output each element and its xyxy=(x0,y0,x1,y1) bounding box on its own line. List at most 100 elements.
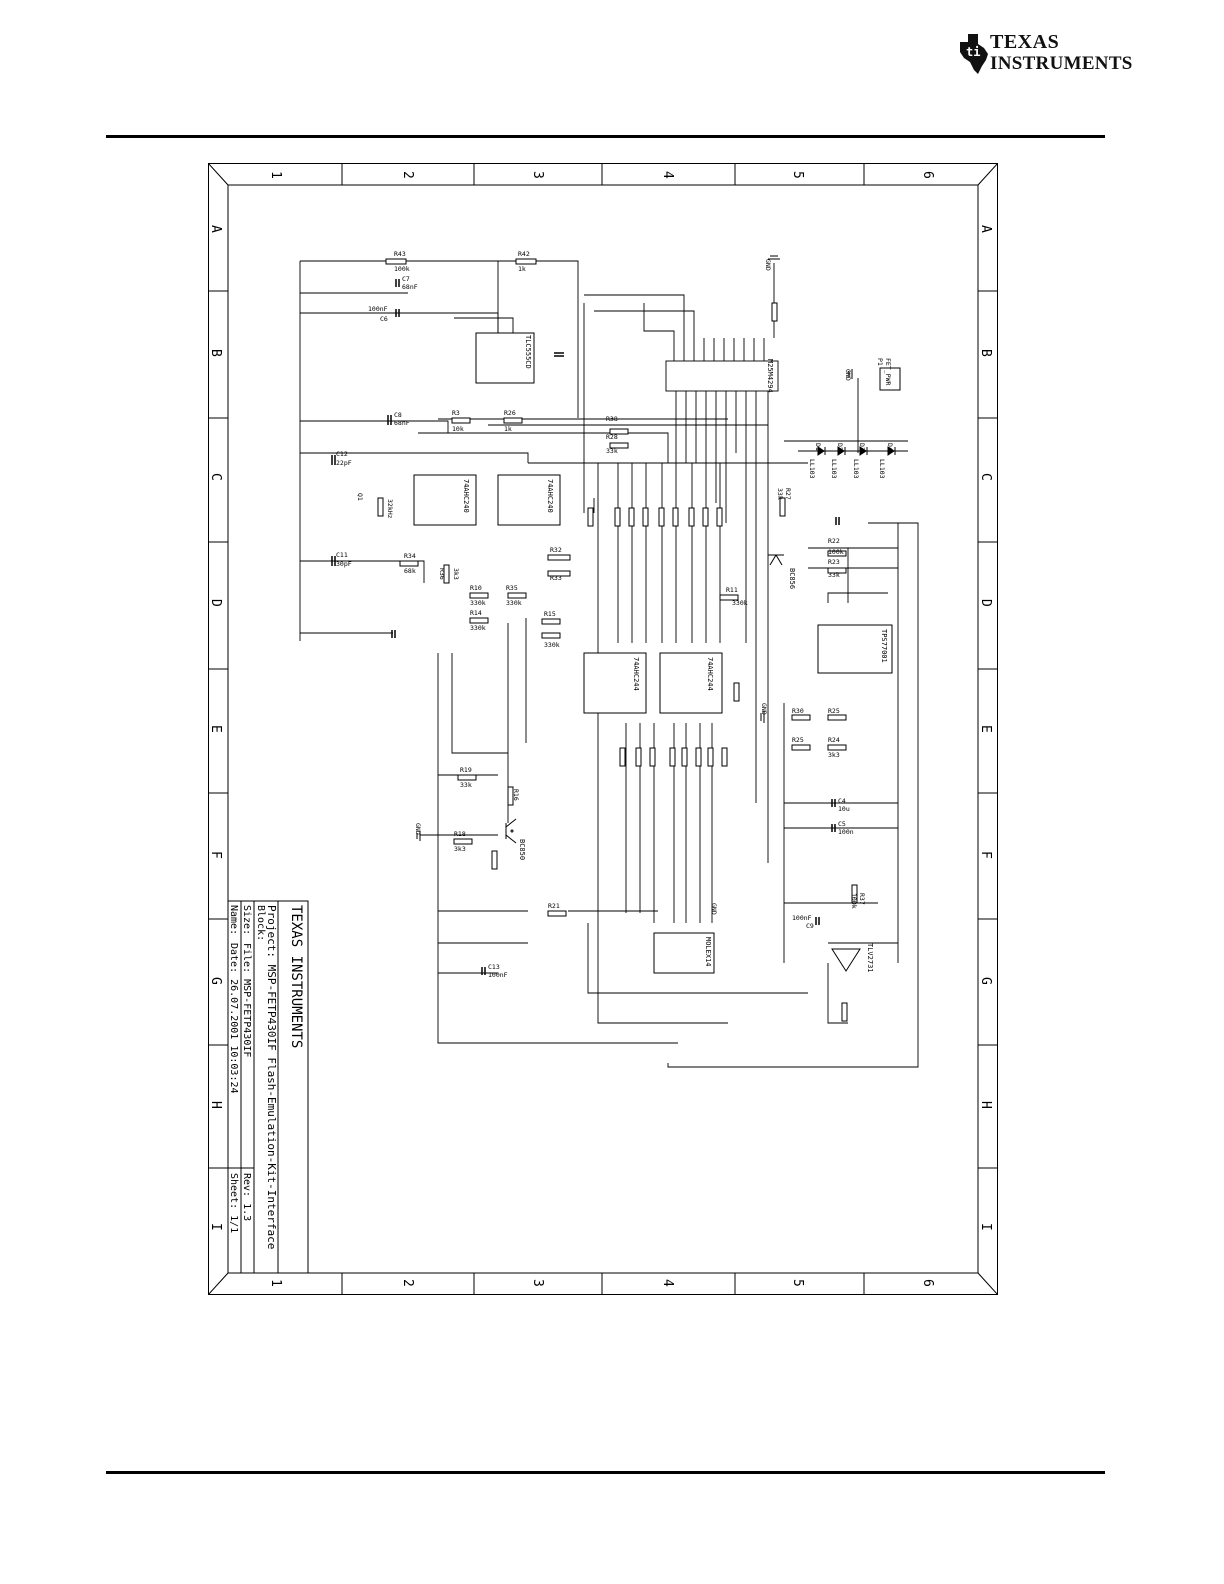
label-r42: R42 xyxy=(518,250,530,258)
label-c4: C4 xyxy=(838,797,846,805)
label-c13: C13 xyxy=(488,963,500,971)
label-r21: R21 xyxy=(548,902,560,910)
row-label-h-right: H xyxy=(978,1101,993,1109)
label-r35: R35 xyxy=(506,584,518,592)
row-label-c-right: C xyxy=(978,473,993,481)
col-label-5-bottom: 5 xyxy=(790,1279,805,1287)
label-r35-value: 330k xyxy=(506,599,522,607)
col-label-2-bottom: 2 xyxy=(400,1279,415,1287)
label-c6-value: 100nF xyxy=(368,305,388,313)
row-label-d-right: D xyxy=(978,599,993,607)
ic-u6a xyxy=(497,474,561,526)
ic-u10 xyxy=(583,652,647,714)
ic-u5 xyxy=(817,624,893,674)
label-d4: D4 xyxy=(886,443,894,451)
crystal-q1 xyxy=(377,497,384,517)
label-c5-value: 100n xyxy=(838,828,854,836)
label-ll103-d4: LL103 xyxy=(878,459,886,479)
footer-rule xyxy=(106,1471,1105,1474)
label-gnd-mid: GND xyxy=(760,703,768,715)
sheet-outer-frame xyxy=(208,163,998,1295)
label-gnd-j2: GND xyxy=(710,903,718,915)
title-project: Project: MSP-FETP430IF Flash-Emulation-K… xyxy=(265,905,278,1249)
resistors xyxy=(377,258,858,1022)
ic-u5-label: TPS77001 xyxy=(880,629,888,663)
row-label-i-right: I xyxy=(978,1223,993,1231)
header-rule xyxy=(106,135,1105,138)
label-r15-value: 330k xyxy=(544,641,560,649)
label-c8-value: 68nF xyxy=(394,419,410,427)
row-label-h: H xyxy=(208,1101,223,1109)
label-r23-value: 33k xyxy=(828,571,840,579)
label-p1: P1 xyxy=(876,358,884,366)
label-r23: R23 xyxy=(828,558,840,566)
connector-j2-label: MOLEX14 xyxy=(704,937,712,967)
label-r34: R34 xyxy=(404,552,416,560)
ic-u6a-label: 74AHC240 xyxy=(546,479,554,513)
row-label-g: G xyxy=(208,977,223,985)
label-c9-value: 100nF xyxy=(792,914,812,922)
label-c9: C9 xyxy=(806,922,814,930)
label-d1: D1 xyxy=(814,443,822,451)
title-sheet: Sheet: 1/1 xyxy=(228,1173,239,1233)
title-date: Date: 26.07.2001 10:03:24 xyxy=(228,943,239,1094)
label-q1-value: 32kHz xyxy=(386,499,394,519)
ti-logo-icon: ti xyxy=(960,34,988,74)
label-r30: R30 xyxy=(792,707,804,715)
label-r11-value: 330k xyxy=(732,599,748,607)
label-r10-value: 330k xyxy=(470,599,486,607)
logo-line-texas: TEXAS xyxy=(990,31,1060,53)
row-label-e: E xyxy=(208,725,223,733)
col-label-6: 6 xyxy=(920,171,935,179)
ic-u26 xyxy=(659,652,723,714)
col-label-1: 1 xyxy=(268,171,283,179)
label-r3: R3 xyxy=(452,409,460,417)
diodes xyxy=(817,446,896,456)
label-r11: R11 xyxy=(726,586,738,594)
label-c13-value: 100nF xyxy=(488,971,508,979)
label-c6: C6 xyxy=(380,315,388,323)
row-label-a: A xyxy=(208,225,223,233)
title-name: Name: xyxy=(228,905,239,935)
label-r37-value: 100k xyxy=(850,893,858,909)
transistor-t2-label: BC856 xyxy=(788,568,796,589)
opamp-u1-icon xyxy=(831,948,861,972)
row-label-f: F xyxy=(208,851,223,859)
label-r37: R37 xyxy=(858,893,866,905)
connector-p1 xyxy=(879,367,901,391)
label-r38: R38 xyxy=(606,415,618,423)
label-r28-value: 33k xyxy=(606,447,618,455)
title-company: TEXAS INSTRUMENTS xyxy=(288,905,304,1048)
label-r15: R15 xyxy=(544,610,556,618)
label-r24-value: 3k3 xyxy=(828,751,840,759)
label-c11: C11 xyxy=(336,551,348,559)
label-c8: C8 xyxy=(394,411,402,419)
label-r18-value: 3k3 xyxy=(454,845,466,853)
label-r3-value: 10k xyxy=(452,425,464,433)
title-block xyxy=(227,900,309,1274)
col-label-6-bottom: 6 xyxy=(920,1279,935,1287)
ic-u4 xyxy=(475,332,535,384)
ic-u8-label: 74AHC240 xyxy=(462,479,470,513)
schematic-diagram: 1 2 3 4 5 6 1 2 3 4 5 6 A B C D E F G H … xyxy=(208,163,998,1295)
row-label-f-right: F xyxy=(978,851,993,859)
label-r18: R18 xyxy=(454,830,466,838)
label-d3: D3 xyxy=(858,443,866,451)
row-label-g-right: G xyxy=(978,977,993,985)
label-r25-top: R25 xyxy=(828,707,840,715)
label-r10: R10 xyxy=(470,584,482,592)
label-r22: R22 xyxy=(828,537,840,545)
label-r36: R36 xyxy=(438,568,446,580)
label-gnd-left: GND xyxy=(414,823,422,835)
label-c4-value: 10u xyxy=(838,805,850,813)
label-r36-value: 3k3 xyxy=(452,568,460,580)
label-c7: C7 xyxy=(402,275,410,283)
label-r14-value: 330k xyxy=(470,624,486,632)
row-label-c: C xyxy=(208,473,223,481)
col-label-1-bottom: 1 xyxy=(268,1279,283,1287)
label-r22-value: 100k xyxy=(828,548,844,556)
label-fet-pwr: FET_PWR xyxy=(884,358,892,385)
row-label-b-right: B xyxy=(978,349,993,357)
capacitors xyxy=(331,279,840,975)
col-label-4-bottom: 4 xyxy=(660,1279,675,1287)
